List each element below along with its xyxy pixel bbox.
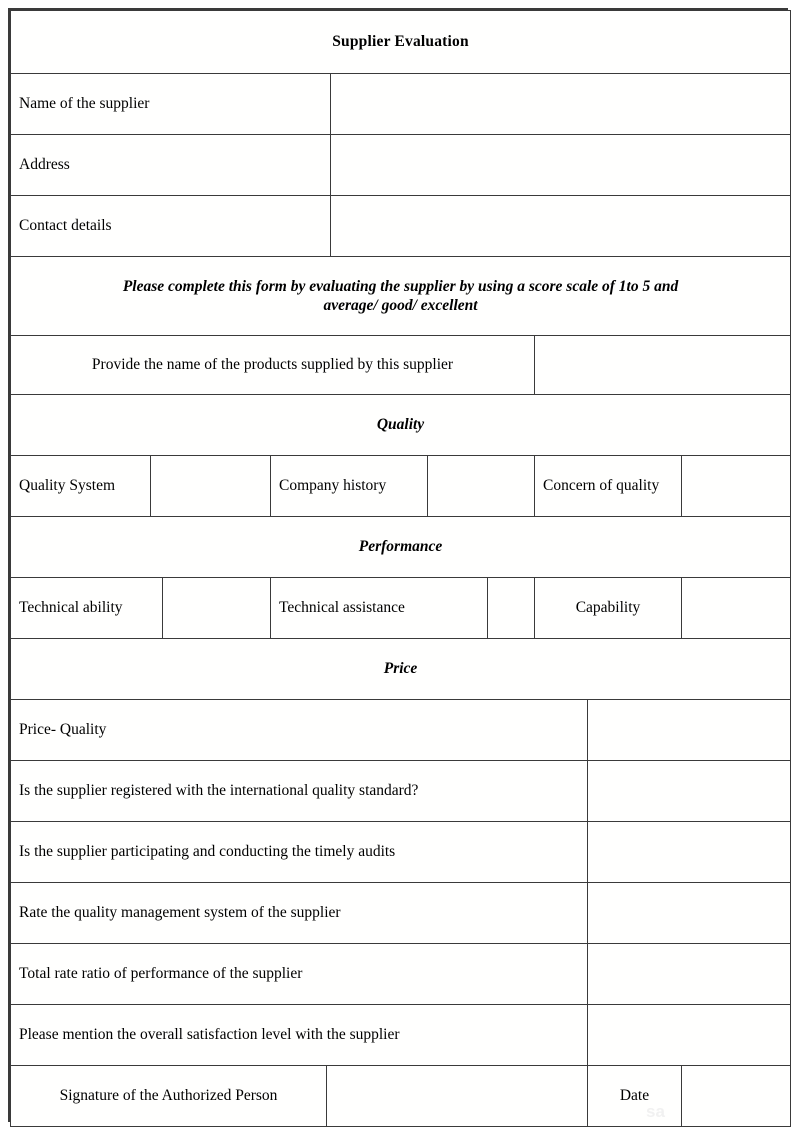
label-quality-system: Quality System — [10, 455, 151, 517]
field-rate-quality-management-system[interactable] — [586, 882, 792, 944]
row-signature: Signature of the Authorized Person Date — [10, 1065, 792, 1127]
label-concern-of-quality: Concern of quality — [534, 455, 682, 517]
label-technical-ability: Technical ability — [10, 577, 163, 639]
field-quality-system[interactable] — [150, 455, 271, 517]
label-total-rate-ratio: Total rate ratio of performance of the s… — [10, 943, 588, 1005]
label-price-quality: Price- Quality — [10, 699, 588, 761]
row-section-performance: Performance — [9, 516, 792, 578]
field-contact-details[interactable] — [329, 195, 792, 257]
supplier-evaluation-form: Supplier Evaluation Name of the supplier… — [8, 8, 792, 1127]
page-title: Supplier Evaluation — [9, 10, 792, 74]
table-row: Rate the quality management system of th… — [10, 882, 792, 944]
label-timely-audits: Is the supplier participating and conduc… — [10, 821, 588, 883]
field-overall-satisfaction[interactable] — [586, 1004, 792, 1066]
label-signature: Signature of the Authorized Person — [10, 1065, 327, 1127]
row-section-quality: Quality — [9, 394, 792, 456]
label-capability: Capability — [534, 577, 682, 639]
label-products-supplied: Provide the name of the products supplie… — [10, 335, 535, 395]
field-total-rate-ratio[interactable] — [586, 943, 792, 1005]
row-quality-items: Quality System Company history Concern o… — [10, 455, 792, 517]
field-date[interactable] — [680, 1065, 792, 1127]
field-products-supplied[interactable] — [533, 335, 792, 395]
label-overall-satisfaction: Please mention the overall satisfaction … — [10, 1004, 588, 1066]
field-company-history[interactable] — [427, 455, 535, 517]
instruction-line-2: average/ good/ excellent — [323, 297, 478, 314]
row-performance-items: Technical ability Technical assistance C… — [10, 577, 792, 639]
field-address[interactable] — [329, 134, 792, 196]
label-date: Date — [587, 1065, 682, 1127]
table-row: Please mention the overall satisfaction … — [10, 1004, 792, 1066]
label-company-history: Company history — [270, 455, 428, 517]
field-timely-audits[interactable] — [586, 821, 792, 883]
field-capability[interactable] — [680, 577, 792, 639]
label-registered-international-standard: Is the supplier registered with the inte… — [10, 760, 588, 822]
label-supplier-name: Name of the supplier — [10, 73, 331, 135]
row-section-price: Price — [9, 638, 792, 700]
table-row: Is the supplier registered with the inte… — [10, 760, 792, 822]
title-row: Supplier Evaluation — [9, 10, 792, 74]
row-products: Provide the name of the products supplie… — [10, 335, 792, 395]
row-address: Address — [10, 134, 792, 196]
section-title-performance: Performance — [9, 516, 792, 578]
table-row: Price- Quality — [10, 699, 792, 761]
row-instruction: Please complete this form by evaluating … — [9, 256, 792, 336]
label-rate-quality-management-system: Rate the quality management system of th… — [10, 882, 588, 944]
field-registered-international-standard[interactable] — [586, 760, 792, 822]
field-signature[interactable] — [326, 1065, 588, 1127]
row-supplier-name: Name of the supplier — [10, 73, 792, 135]
field-price-quality[interactable] — [586, 699, 792, 761]
label-technical-assistance: Technical assistance — [270, 577, 488, 639]
instruction-line-1: Please complete this form by evaluating … — [122, 277, 679, 295]
instruction-block: Please complete this form by evaluating … — [9, 256, 792, 336]
field-technical-ability[interactable] — [162, 577, 271, 639]
row-contact-details: Contact details — [10, 195, 792, 257]
section-title-price: Price — [9, 638, 792, 700]
label-contact-details: Contact details — [10, 195, 331, 257]
table-row: Total rate ratio of performance of the s… — [10, 943, 792, 1005]
section-title-quality: Quality — [9, 394, 792, 456]
field-concern-of-quality[interactable] — [680, 455, 792, 517]
field-supplier-name[interactable] — [329, 73, 792, 135]
table-row: Is the supplier participating and conduc… — [10, 821, 792, 883]
form-table: Supplier Evaluation Name of the supplier… — [9, 10, 792, 1127]
field-technical-assistance[interactable] — [487, 577, 535, 639]
label-address: Address — [10, 134, 331, 196]
